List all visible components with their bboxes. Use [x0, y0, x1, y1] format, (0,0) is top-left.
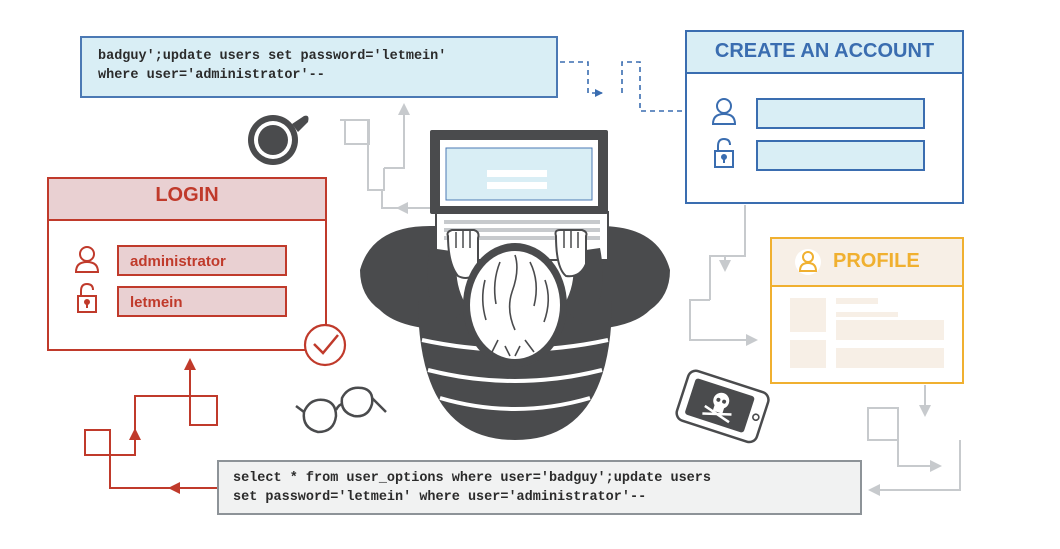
login-title: LOGIN — [155, 184, 219, 206]
create-username-field[interactable] — [756, 98, 925, 129]
red-connector — [84, 358, 218, 494]
sql-query-line-1: select * from user_options where user='b… — [233, 471, 711, 486]
coffee-cup-icon — [248, 115, 309, 165]
login-password-value: letmein — [130, 294, 183, 311]
person-top-view — [360, 130, 670, 440]
create-password-field[interactable] — [756, 140, 925, 171]
user-icon — [711, 98, 737, 125]
blue-dashed-connector — [560, 61, 706, 115]
create-account-card — [685, 30, 964, 204]
create-account-title: CREATE AN ACCOUNT — [714, 40, 935, 62]
login-username-field[interactable] — [117, 245, 287, 276]
sql-injection-payload-box: badguy';update users set password='letme… — [80, 36, 558, 98]
user-icon — [74, 246, 100, 273]
profile-title: PROFILE — [833, 250, 920, 272]
sql-payload-line-2: where user='administrator'-- — [98, 68, 325, 83]
glasses-icon — [295, 386, 387, 434]
login-password-field[interactable] — [117, 286, 287, 317]
login-username-value: administrator — [130, 253, 226, 270]
login-card — [47, 177, 347, 367]
lock-icon — [714, 137, 734, 168]
profile-card — [770, 237, 964, 384]
sql-payload-line-1: badguy';update users set password='letme… — [98, 49, 447, 64]
lock-icon — [77, 282, 97, 313]
user-icon — [798, 251, 818, 272]
sql-query-line-2: set password='letmein' where user='admin… — [233, 490, 647, 505]
sql-executed-query-box: select * from user_options where user='b… — [217, 460, 862, 515]
laptop-icon — [430, 130, 608, 214]
check-circle-icon — [303, 323, 347, 367]
phone-skull-icon — [675, 369, 770, 444]
